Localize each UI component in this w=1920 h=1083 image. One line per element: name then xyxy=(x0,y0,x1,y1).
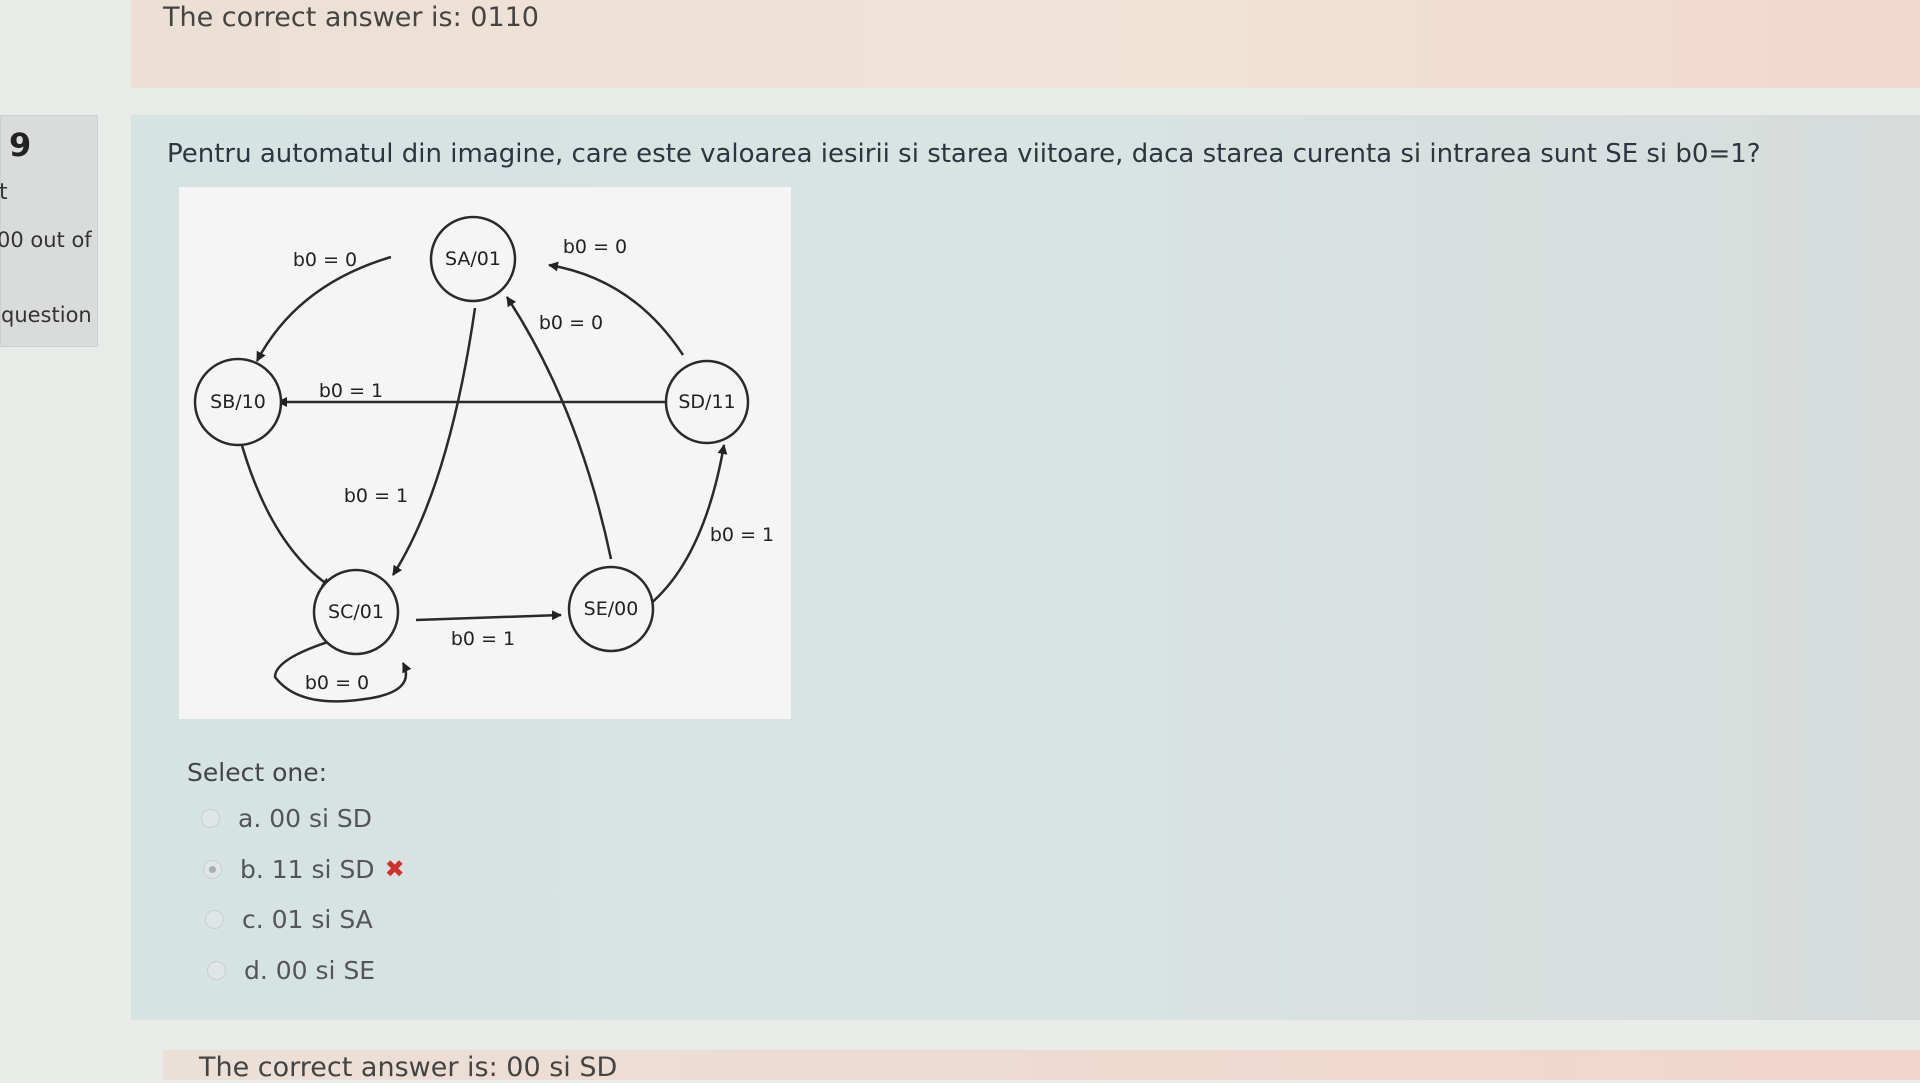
state-se-label: SE/00 xyxy=(584,598,639,620)
radio-option-b[interactable] xyxy=(203,859,222,879)
question-mark: 00 out of xyxy=(0,228,92,252)
edge-label-se-sa: b0 = 0 xyxy=(539,312,603,334)
state-diagram-svg: SA/01 SB/10 SC/01 SD/11 SE/00 b0 = 0 b0 … xyxy=(193,215,774,703)
radio-option-c[interactable] xyxy=(205,909,224,929)
x-icon: ✖ xyxy=(384,855,405,883)
edge-label-sa-sc: b0 = 1 xyxy=(344,485,408,507)
radio-option-d[interactable] xyxy=(207,960,226,980)
state-sa-label: SA/01 xyxy=(445,248,501,270)
question-text: Pentru automatul din imagine, care este … xyxy=(167,139,1761,169)
edge-label-sc-sc: b0 = 0 xyxy=(305,672,369,694)
radio-option-a[interactable] xyxy=(201,808,220,828)
state-diagram: SA/01 SB/10 SC/01 SD/11 SE/00 b0 = 0 b0 … xyxy=(179,187,791,719)
state-sc-label: SC/01 xyxy=(328,601,384,623)
edge-label-se-sd: b0 = 1 xyxy=(710,524,774,546)
edge-sb-sc xyxy=(237,434,332,589)
edge-label-sd-sb: b0 = 1 xyxy=(319,380,383,402)
answer-option-b[interactable]: b. 11 si SD ✖ xyxy=(203,852,405,886)
answer-option-a-label: a. 00 si SD xyxy=(238,803,373,833)
previous-feedback-box: The correct answer is: 0110 xyxy=(131,0,1920,88)
edge-sd-sa xyxy=(548,261,685,356)
edge-sc-sc xyxy=(273,635,412,703)
previous-correct-answer: The correct answer is: 0110 xyxy=(163,2,539,33)
edge-label-sd-sa: b0 = 0 xyxy=(563,236,627,258)
question-number: 9 xyxy=(9,126,32,164)
question-status: t xyxy=(0,180,8,205)
state-sa-node xyxy=(429,215,517,303)
edge-sa-sb xyxy=(255,255,392,362)
state-sd-node xyxy=(664,359,750,445)
edge-se-sa xyxy=(505,296,613,560)
select-one-prompt: Select one: xyxy=(187,758,328,787)
state-sc-node xyxy=(312,568,400,656)
correct-answer-feedback: The correct answer is: 00 si SD xyxy=(163,1050,1920,1083)
state-sd-label: SD/11 xyxy=(678,391,735,413)
answer-option-d[interactable]: d. 00 si SE xyxy=(207,953,375,987)
answer-option-b-label: b. 11 si SD xyxy=(240,854,375,884)
state-se-node xyxy=(567,565,655,653)
question-formulation: Pentru automatul din imagine, care este … xyxy=(131,115,1920,1020)
answer-option-c-label: c. 01 si SA xyxy=(242,904,373,934)
answer-option-d-label: d. 00 si SE xyxy=(244,955,376,985)
answer-option-c[interactable]: c. 01 si SA xyxy=(205,902,373,936)
state-sb-label: SB/10 xyxy=(210,391,266,413)
state-sb-node xyxy=(193,357,283,447)
answer-option-a[interactable]: a. 00 si SD xyxy=(201,801,372,835)
flag-question-link[interactable]: question xyxy=(1,303,92,327)
edge-se-sd xyxy=(648,444,728,606)
edge-sa-sc xyxy=(391,307,477,576)
edge-sc-se xyxy=(415,610,562,622)
correct-answer-text: The correct answer is: 00 si SD xyxy=(199,1052,618,1083)
edge-label-sa-sb: b0 = 0 xyxy=(293,249,357,271)
question-info-panel: 9 t 00 out of question xyxy=(0,115,98,347)
edge-label-sc-se: b0 = 1 xyxy=(451,628,515,650)
